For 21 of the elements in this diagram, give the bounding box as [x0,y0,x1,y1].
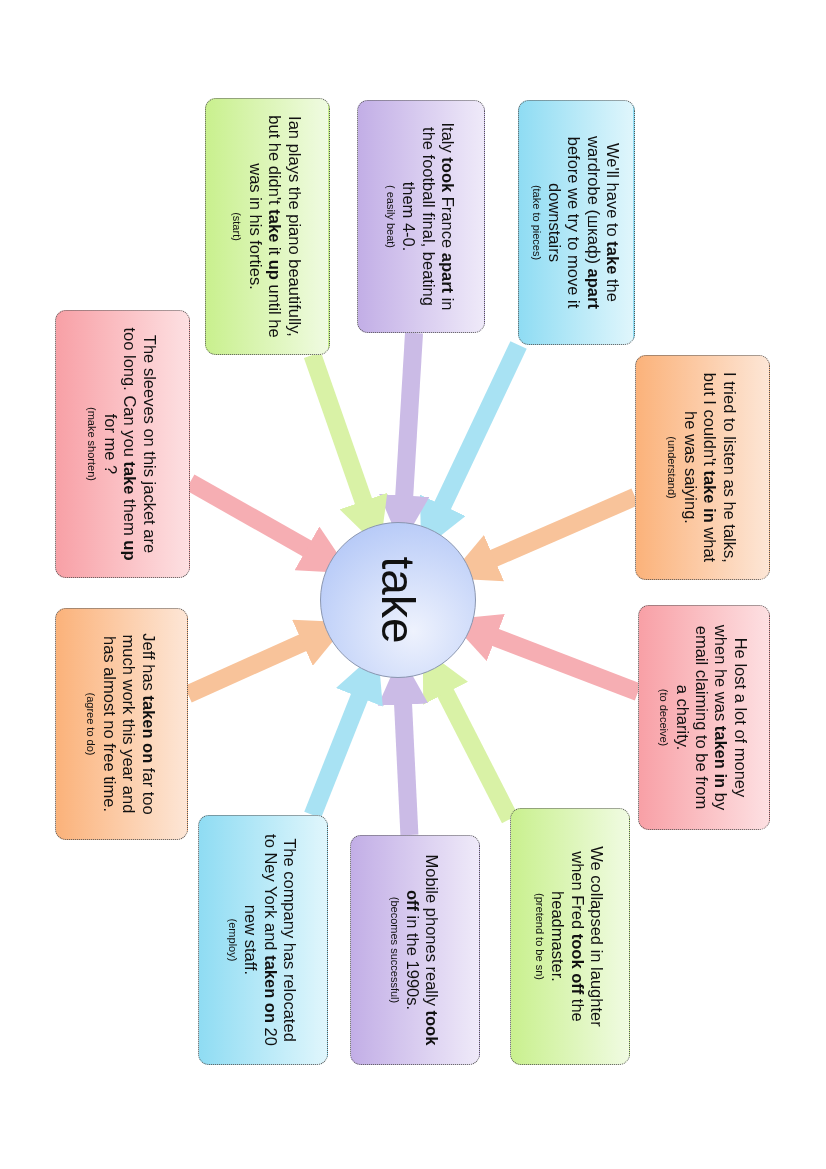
example-card [518,100,635,345]
example-card [55,608,188,840]
meaning-note: (make shorten) [86,407,99,481]
example-card [55,310,190,578]
center-word: take [371,556,425,644]
meaning-note: (take to pieces) [530,184,543,261]
meaning-note: (pretend to be sn) [533,893,546,980]
example-card [635,355,770,580]
example-card [357,100,485,333]
example-card [638,605,770,830]
example-card [205,98,330,355]
meaning-note: (becomes successful) [388,896,401,1004]
meaning-note: ( easily beat) [384,185,397,248]
meaning-note: (to deceive) [658,688,671,747]
example-card [350,835,480,1065]
meaning-note: (employ) [226,918,239,962]
example-card [510,808,630,1065]
example-card [198,815,328,1065]
meaning-note: (agree to do) [85,692,98,756]
meaning-note: (start) [231,212,244,241]
meaning-note: (understand) [666,436,679,499]
